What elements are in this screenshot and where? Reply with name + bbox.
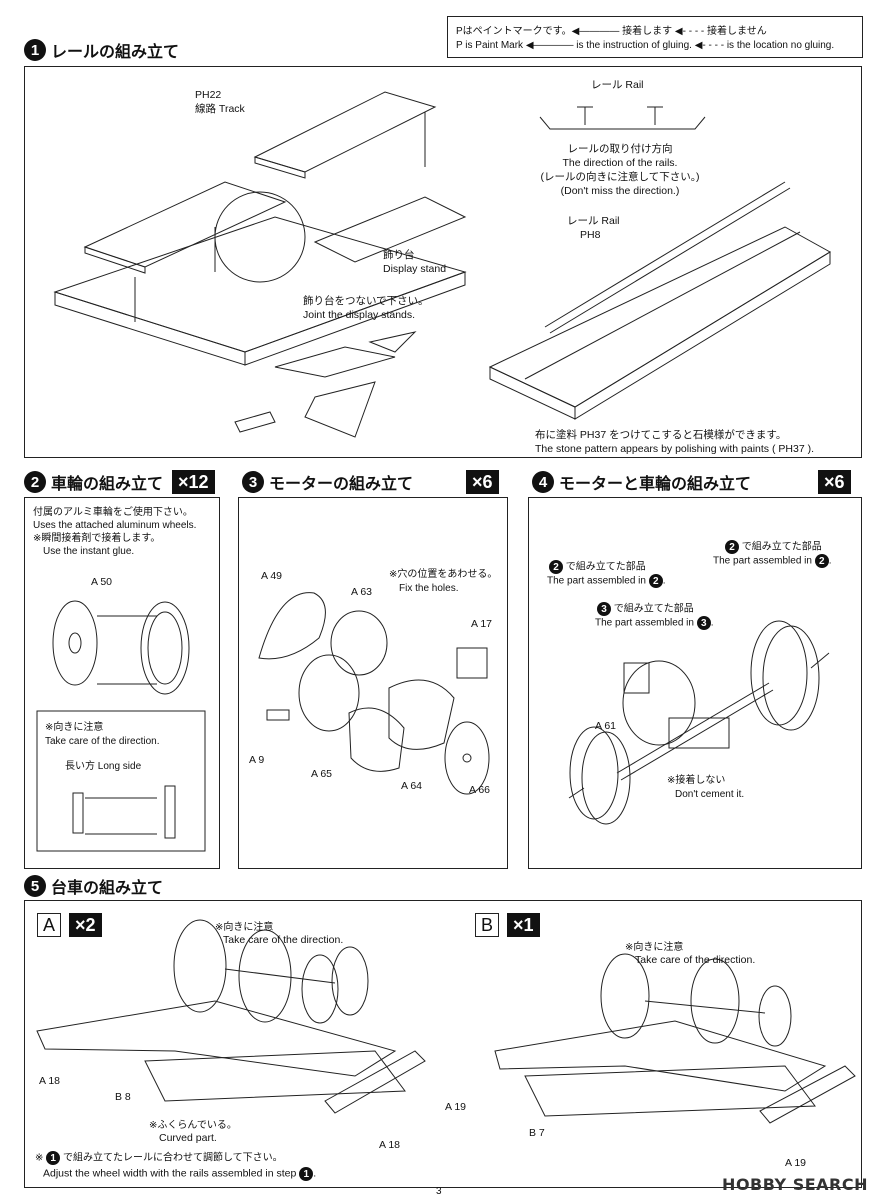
step4-part-from-3-en: The part assembled in 3.: [595, 616, 714, 630]
rail-label-top: レール Rail: [591, 79, 644, 91]
adjust-width-en: Adjust the wheel width with the rails as…: [43, 1167, 317, 1181]
part-b8: B 8: [115, 1091, 131, 1103]
adjust-width-ja: ※ 1 で組み立てたレールに合わせて調節して下さい。: [35, 1151, 283, 1165]
wheel-assembly-drawing: [36, 600, 206, 852]
part-a17: A 17: [471, 618, 493, 630]
step2-number: 2: [24, 471, 46, 493]
step3-number: 3: [242, 471, 264, 493]
step2-title: 車輪の組み立て: [51, 476, 164, 493]
step1-panel: PH22 線路 Track 飾り台 Display stand 飾り台をつないで…: [24, 66, 862, 458]
variant-b-multiplier: ×1: [507, 913, 540, 937]
part-a61: A 61: [595, 720, 617, 732]
track-label: 線路 Track: [195, 103, 245, 115]
part-a65: A 65: [311, 768, 333, 780]
part-a19-left: A 19: [445, 1101, 467, 1113]
holes-note-en: Fix the holes.: [399, 583, 459, 594]
joint-en: Joint the display stands.: [303, 309, 416, 321]
step5-title: 台車の組み立て: [51, 880, 164, 897]
part-a18-right: A 18: [379, 1139, 401, 1151]
care-direction-ja: ※向きに注意: [45, 722, 104, 733]
hobby-search-watermark: HOBBY SEARCH: [722, 1175, 868, 1194]
step3-heading: 3 モーターの組み立て: [242, 470, 413, 494]
curved-part-ja: ※ふくらんでいる。: [149, 1120, 237, 1131]
rail-direction-en: The direction of the rails.: [562, 157, 678, 169]
legend-line-ja: Pはペイントマークです。◀―――― 接着します ◀- - - - 接着しません: [456, 26, 767, 37]
display-stand-en: Display stand: [383, 263, 447, 275]
part-a18-left: A 18: [39, 1075, 61, 1087]
paint-mark-legend: Pはペイントマークです。◀―――― 接着します ◀- - - - 接着しません …: [447, 16, 863, 58]
no-cement-en: Don't cement it.: [675, 789, 745, 800]
step3-multiplier: ×6: [466, 470, 499, 494]
step4-number: 4: [532, 471, 554, 493]
variant-a-multiplier: ×2: [69, 913, 102, 937]
step4-multiplier: ×6: [818, 470, 851, 494]
bogie-assembly-drawing: [36, 919, 856, 1124]
aluminum-note-en: Uses the attached aluminum wheels.: [33, 520, 197, 531]
motor-wheel-drawing: [568, 620, 830, 825]
care-direction-a-ja: ※向きに注意: [215, 922, 274, 933]
no-cement-ja: ※接着しない: [667, 775, 726, 786]
joint-ja: 飾り台をつないで下さい。: [303, 295, 429, 307]
care-direction-b-en: Take care of the direction.: [635, 954, 756, 966]
step4-title: モーターと車輪の組み立て: [559, 476, 752, 493]
care-direction-en: Take care of the direction.: [45, 736, 160, 747]
variant-a-letter: A: [37, 913, 61, 937]
track-paint-mark: PH22: [195, 89, 222, 101]
part-a49: A 49: [261, 570, 283, 582]
step4-part-from-2b-en: The part assembled in 2.: [547, 574, 666, 588]
step3-title: モーターの組み立て: [269, 476, 414, 493]
step1-number: 1: [24, 39, 46, 61]
step5-panel: A ×2 B ×1 ※向きに注意 Take care of the direct…: [24, 900, 862, 1188]
step1-heading: 1 レールの組み立て: [24, 38, 179, 62]
step4-part-from-2a-en: The part assembled in 2.: [713, 554, 832, 568]
aluminum-note-ja: 付属のアルミ車輪をご使用下さい。: [33, 507, 193, 518]
rail-direction-ja: レールの取り付け方向: [567, 143, 673, 155]
part-a9: A 9: [249, 754, 265, 766]
step2-panel: 付属のアルミ車輪をご使用下さい。 Uses the attached alumi…: [24, 497, 220, 869]
rail-direction-note-ja: (レールの向きに注意して下さい。): [540, 171, 700, 183]
part-a63: A 63: [351, 586, 373, 598]
step2-multiplier: ×12: [172, 470, 215, 494]
part-a66: A 66: [469, 784, 491, 796]
long-side-label: 長い方 Long side: [65, 761, 142, 772]
page-number: 3: [436, 1186, 442, 1197]
step5-heading: 5 台車の組み立て: [24, 874, 163, 898]
rail-paint-mark: PH8: [580, 229, 601, 241]
part-a64: A 64: [401, 780, 423, 792]
glue-note-ja: ※瞬間接着剤で接着します。: [33, 533, 161, 544]
step4-part-from-3-ja: 3 で組み立てた部品: [597, 602, 694, 616]
step5-number: 5: [24, 875, 46, 897]
step3-panel: ※穴の位置をあわせる。 Fix the holes. A 49 A 63 A 1…: [238, 497, 508, 869]
stone-pattern-en: The stone pattern appears by polishing w…: [535, 443, 814, 455]
part-b7: B 7: [529, 1127, 545, 1139]
holes-note-ja: ※穴の位置をあわせる。: [389, 569, 498, 580]
curved-part-en: Curved part.: [159, 1132, 217, 1144]
part-a19-right: A 19: [785, 1157, 807, 1169]
motor-assembly-drawing: [258, 592, 490, 795]
legend-line-en: P is Paint Mark ◀―――― is the instruction…: [456, 40, 835, 51]
step1-title: レールの組み立て: [51, 44, 180, 61]
display-stand-ja: 飾り台: [383, 249, 415, 261]
variant-b-letter: B: [475, 913, 499, 937]
step2-heading: 2 車輪の組み立て: [24, 470, 163, 494]
rail-direction-note-en: (Don't miss the direction.): [560, 185, 680, 197]
part-a50: A 50: [91, 576, 113, 588]
rail-assembly-drawing: [53, 91, 831, 438]
care-direction-a-en: Take care of the direction.: [223, 934, 344, 946]
care-direction-b-ja: ※向きに注意: [625, 942, 684, 953]
stone-pattern-ja: 布に塗料 PH37 をつけてこすると石模様ができます。: [535, 429, 787, 441]
glue-note-en: Use the instant glue.: [43, 546, 135, 557]
step4-panel: 2 で組み立てた部品 The part assembled in 2. 2 で組…: [528, 497, 862, 869]
step4-part-from-2b-ja: 2 で組み立てた部品: [549, 560, 646, 574]
step4-part-from-2a-ja: 2 で組み立てた部品: [725, 540, 822, 554]
rail-label-2: レール Rail: [567, 215, 620, 227]
step4-heading: 4 モーターと車輪の組み立て: [532, 470, 751, 494]
